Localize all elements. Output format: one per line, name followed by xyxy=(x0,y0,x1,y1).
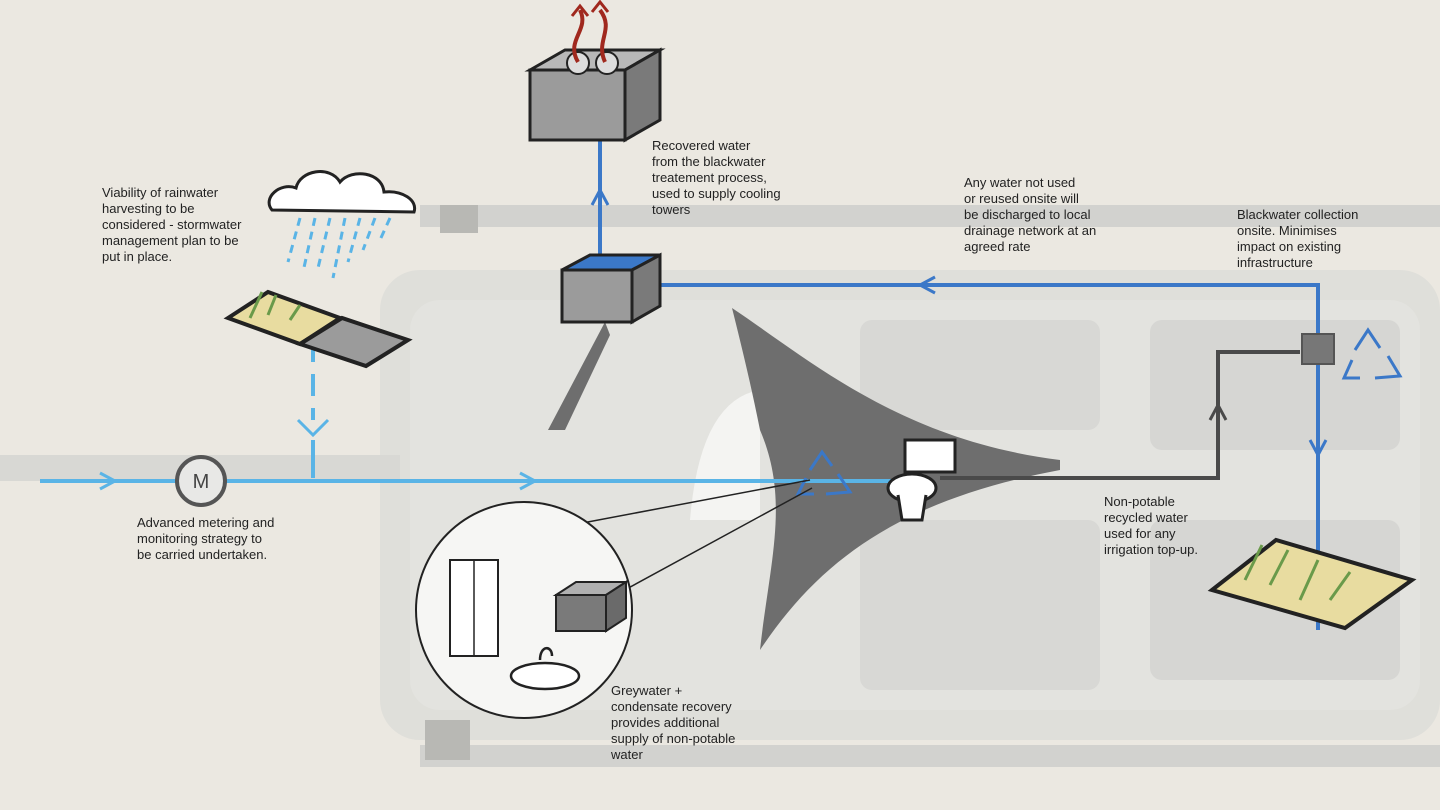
cooling-tower-annotation: Recovered water from the blackwater trea… xyxy=(652,138,781,217)
blackwater-annotation: Blackwater collection onsite. Minimises … xyxy=(1237,207,1359,270)
sink-icon xyxy=(509,647,581,691)
non-potable-pipe xyxy=(940,350,1300,480)
meter-label: M xyxy=(193,471,210,493)
metering-annotation: Advanced metering and monitoring strateg… xyxy=(137,515,275,562)
rain-cloud xyxy=(267,170,417,279)
shower-icon xyxy=(449,559,499,657)
treatment-tank xyxy=(560,252,662,325)
exhaust-arrow xyxy=(572,9,585,64)
discharge-annotation: Any water not used or reused onsite will… xyxy=(964,175,1097,254)
tank-icon xyxy=(552,580,630,633)
toilet-icon xyxy=(886,438,957,522)
rainwater-annotation: Viability of rainwater harvesting to be … xyxy=(102,185,242,264)
water-supply-line xyxy=(40,340,900,491)
rainwater-harvesting-pads xyxy=(223,289,413,369)
cooling-tower xyxy=(524,0,666,143)
irrigation-annotation: Non-potable recycled water used for any … xyxy=(1104,494,1198,557)
recycle-icon xyxy=(1341,327,1403,380)
water-meter: M xyxy=(175,455,227,507)
blackwater-collection-box xyxy=(1301,333,1335,365)
irrigation-pad xyxy=(1207,537,1417,631)
recycle-icon xyxy=(795,449,853,496)
greywater-annotation: Greywater + condensate recovery provides… xyxy=(611,683,736,762)
greywater-inset xyxy=(415,479,813,719)
exhaust-arrow xyxy=(598,8,608,63)
cooling-tower-connector xyxy=(548,322,610,430)
